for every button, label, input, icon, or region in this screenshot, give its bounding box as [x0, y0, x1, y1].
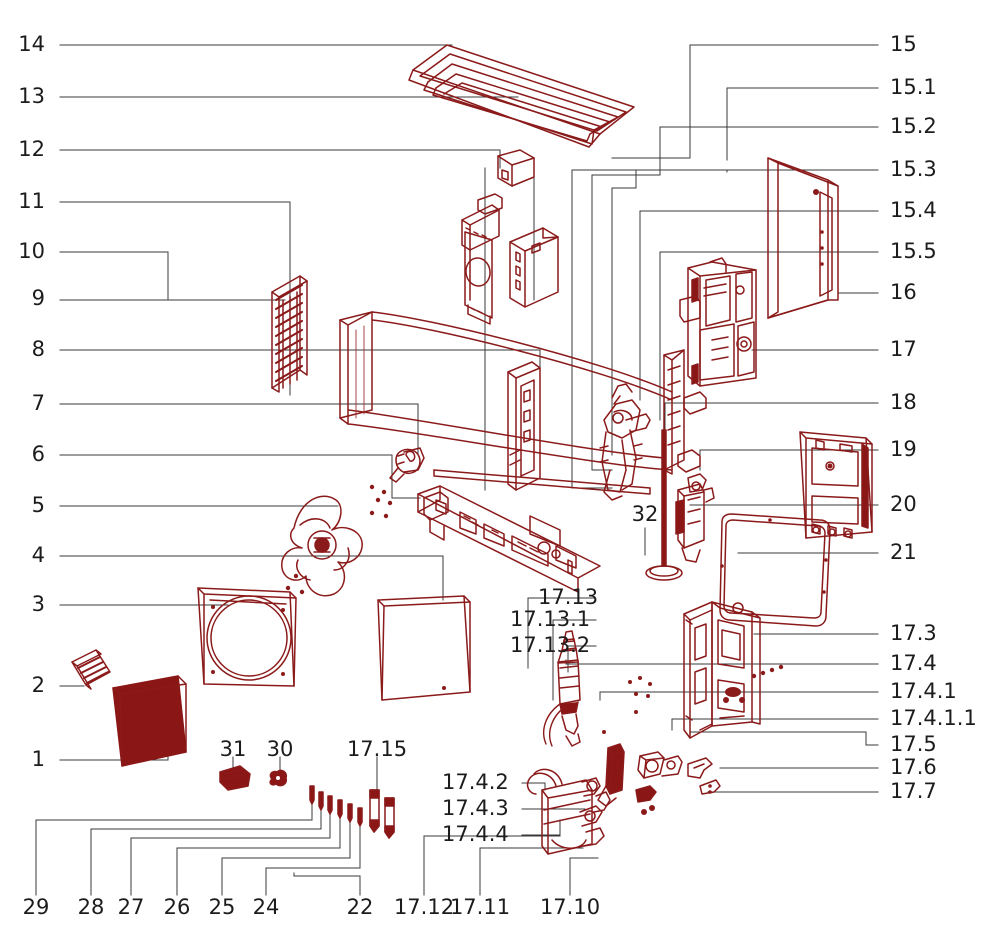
callout-label-30: 30 [266, 737, 294, 761]
callout-label-17.12: 17.12 [393, 895, 455, 919]
part-17.5-fittings [635, 751, 721, 815]
callout-label-14: 14 [18, 32, 45, 56]
part-11-display-bracket [461, 193, 503, 325]
callout-label-15.4: 15.4 [890, 198, 937, 222]
part-19-control-box [799, 431, 873, 539]
part-17-compressor-assembly [679, 257, 757, 387]
part-16-side-panel [767, 157, 839, 319]
callout-label-12: 12 [18, 137, 45, 161]
callout-label-17.4.4: 17.4.4 [442, 822, 509, 846]
part-32-drain-pin [645, 429, 683, 581]
callout-label-26: 26 [163, 895, 191, 919]
callout-label-15.1: 15.1 [890, 75, 937, 99]
part-screws-row [309, 785, 395, 839]
callout-label-19: 19 [890, 437, 917, 461]
callout-label-24: 24 [252, 895, 280, 919]
callout-label-15.3: 15.3 [890, 157, 937, 181]
part-hardware-dots [285, 484, 393, 595]
callout-label-28: 28 [77, 895, 105, 919]
callout-label-16: 16 [890, 280, 917, 304]
part-1-front-panel [112, 675, 187, 767]
callout-label-17: 17 [890, 337, 917, 361]
callout-label-4: 4 [31, 543, 45, 567]
part-4-base-chassis [417, 469, 651, 593]
callout-label-2: 2 [31, 673, 45, 697]
callout-label-17.11: 17.11 [449, 895, 511, 919]
callout-label-31: 31 [219, 737, 247, 761]
callout-label-17.5: 17.5 [890, 732, 937, 756]
callout-label-17.10: 17.10 [539, 895, 601, 919]
part-9-air-filter [271, 275, 308, 393]
callout-label-20: 20 [890, 492, 917, 516]
callout-label-15.2: 15.2 [890, 114, 937, 138]
callout-label-5: 5 [31, 493, 45, 517]
part-8-evaporator-coil [339, 311, 707, 475]
part-15-valve-tubing [599, 383, 651, 501]
callout-label-17.4.1: 17.4.1 [890, 679, 957, 703]
callout-label-17.13.2: 17.13.2 [510, 633, 591, 657]
part-17.4-accumulator [526, 676, 652, 855]
part-13-clip [497, 149, 535, 187]
callout-label-32: 32 [631, 502, 659, 526]
callout-label-3: 3 [31, 592, 45, 616]
callout-label-17.7: 17.7 [890, 779, 937, 803]
callout-label-17.13: 17.13 [538, 585, 599, 609]
part-17.13-filter-drier [557, 630, 581, 747]
part-31-connector [219, 765, 251, 791]
callout-label-22: 22 [346, 895, 374, 919]
part-30-clamp [269, 769, 288, 787]
callout-label-17.4.3: 17.4.3 [442, 796, 509, 820]
callout-label-29: 29 [22, 895, 50, 919]
part-5-fan-blade [281, 495, 363, 597]
part-12-display-panel [509, 227, 559, 308]
part-17.3-chassis-bracket [683, 601, 784, 739]
callout-label-17.4: 17.4 [890, 651, 937, 675]
callout-label-11: 11 [18, 189, 45, 213]
part-14-air-deflector [408, 44, 635, 148]
callout-label-15: 15 [890, 32, 917, 56]
callout-label-10: 10 [18, 239, 45, 263]
part-6-fan-motor [389, 447, 425, 483]
callout-label-8: 8 [31, 337, 45, 361]
callout-label-18: 18 [890, 390, 917, 414]
callout-label-17.13.1: 17.13.1 [510, 607, 591, 631]
callout-label-1: 1 [31, 747, 45, 771]
part-4-front-plate [377, 595, 471, 701]
callout-label-25: 25 [208, 895, 236, 919]
callout-label-7: 7 [31, 391, 45, 415]
part-18-small-compressor [675, 473, 715, 563]
callout-label-13: 13 [18, 84, 45, 108]
part-7-side-rail [507, 361, 541, 491]
callout-label-21: 21 [890, 540, 917, 564]
callout-label-17.4.2: 17.4.2 [442, 770, 509, 794]
callout-label-27: 27 [117, 895, 145, 919]
callout-label-6: 6 [31, 442, 45, 466]
callout-label-17.3: 17.3 [890, 621, 937, 645]
callout-label-17.4.1.1: 17.4.1.1 [890, 706, 977, 730]
part-17.10-tubing [542, 703, 567, 747]
callout-label-15.5: 15.5 [890, 239, 937, 263]
part-3-fan-housing [197, 587, 297, 687]
callout-label-17.6: 17.6 [890, 755, 937, 779]
part-2-small-filter [71, 649, 111, 690]
callout-label-17.15: 17.15 [346, 737, 408, 761]
callout-label-9: 9 [31, 286, 45, 310]
